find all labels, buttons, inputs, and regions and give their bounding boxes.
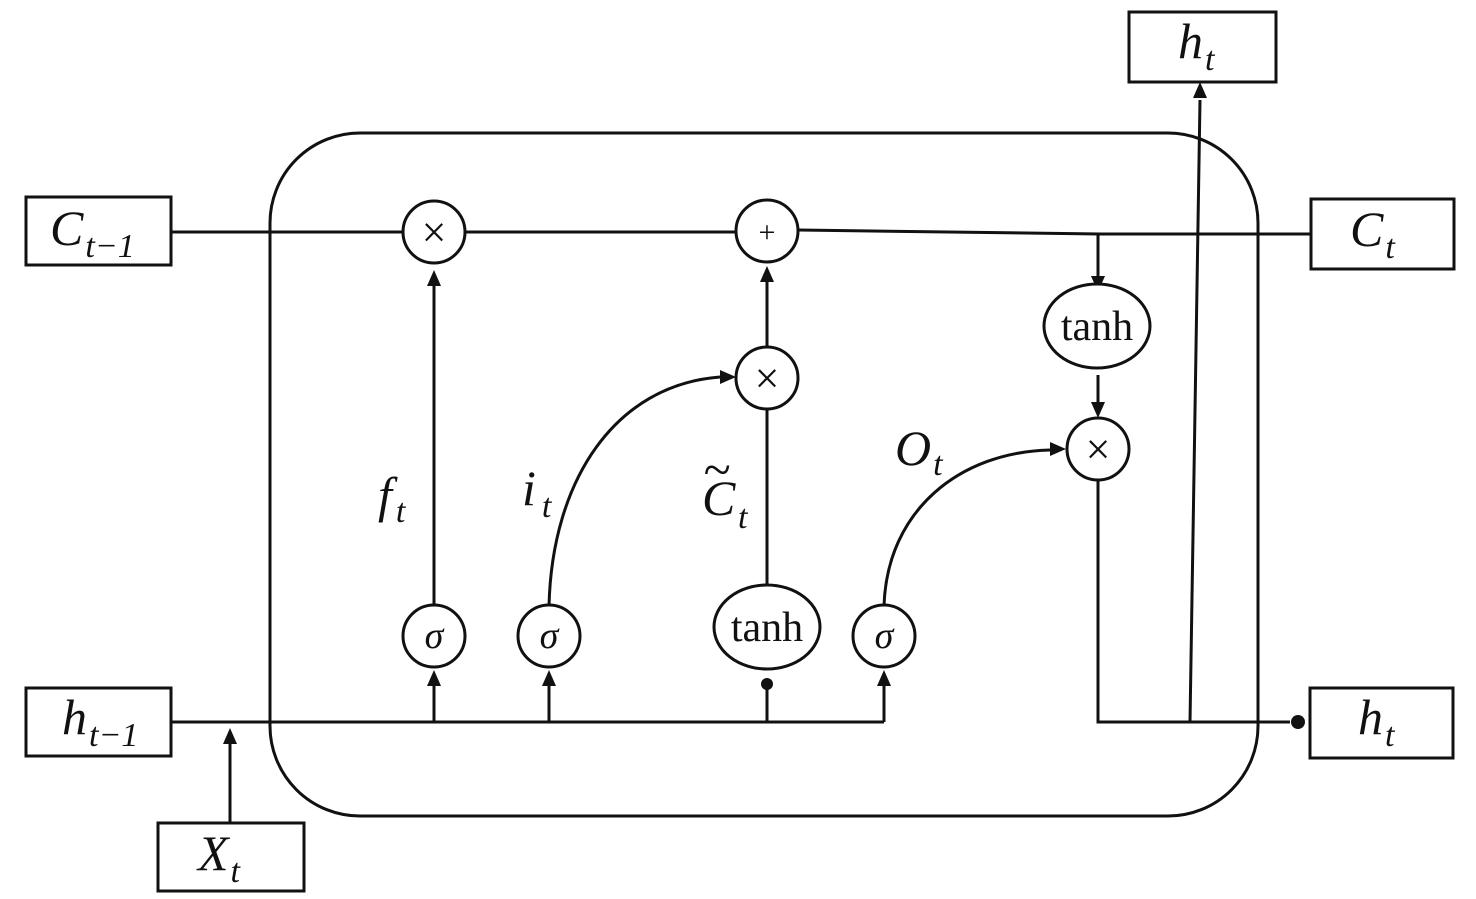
c-out-label: Ct	[1350, 201, 1396, 266]
add-symbol: +	[759, 216, 776, 249]
hidden-output-wire	[1096, 480, 1290, 724]
output-sigmoid-node: σ	[851, 603, 917, 669]
input-gate-arrowhead	[720, 370, 736, 384]
h-prev-box: ht−1	[24, 686, 173, 758]
forget-gate-arrowhead	[427, 270, 441, 286]
candidate-tilde: ~	[703, 441, 730, 497]
c-prev-box: Ct−1	[24, 195, 173, 267]
svg-text:t: t	[738, 499, 749, 536]
h-out-top-label: ht	[1178, 13, 1216, 78]
multiply-symbol: ×	[1086, 425, 1111, 474]
tanh-label: tanh	[731, 605, 803, 651]
output-gate-output-wire	[882, 448, 1051, 607]
output-gate-arrowhead	[1050, 442, 1066, 456]
svg-text:C: C	[702, 470, 736, 526]
tanh-label: tanh	[1061, 304, 1133, 350]
forget-sigma-arrowhead	[427, 670, 441, 686]
hidden-output-dot	[1291, 715, 1305, 729]
h-prev-label: ht−1	[62, 689, 138, 754]
output-multiply-node: ×	[1065, 416, 1131, 482]
multiply-symbol: ×	[422, 208, 447, 257]
tanh-multiply-arrowhead	[1091, 402, 1105, 418]
input-gate-output-wire	[547, 375, 721, 607]
cell-state-wire-out	[798, 228, 1311, 236]
c-prev-label: Ct−1	[50, 200, 135, 265]
candidate-tanh-node: tanh	[712, 583, 822, 671]
input-sigmoid-node: σ	[516, 603, 582, 669]
candidate-label: C ~ t	[702, 441, 749, 536]
cell-add-node: +	[734, 198, 800, 264]
sigma-symbol: σ	[425, 615, 445, 657]
output-sigma-arrowhead	[877, 670, 891, 686]
x-input-box: Xt	[156, 821, 306, 893]
forget-multiply-node: ×	[401, 199, 467, 265]
input-sigma-arrowhead	[542, 670, 556, 686]
h-out-top-box: ht	[1127, 10, 1278, 84]
sigma-symbol: σ	[875, 615, 895, 657]
output-gate-label: Ot	[895, 420, 944, 483]
x-input-label: Xt	[196, 825, 242, 890]
hidden-output-up-wire	[1188, 99, 1202, 723]
x-input-arrowhead	[223, 728, 237, 744]
multiply-symbol: ×	[755, 354, 780, 403]
candidate-input-dot	[761, 678, 773, 690]
h-out-right-box: ht	[1308, 686, 1455, 760]
hidden-output-top-arrowhead	[1193, 82, 1207, 98]
add-arrowhead	[760, 266, 774, 282]
c-out-box: Ct	[1309, 197, 1456, 271]
cell-tanh-node: tanh	[1042, 282, 1152, 370]
h-out-right-label: ht	[1358, 689, 1396, 754]
input-multiply-node: ×	[734, 345, 800, 411]
sigma-symbol: σ	[540, 615, 560, 657]
lstm-cell-boundary	[268, 131, 1260, 818]
forget-sigmoid-node: σ	[401, 603, 467, 669]
